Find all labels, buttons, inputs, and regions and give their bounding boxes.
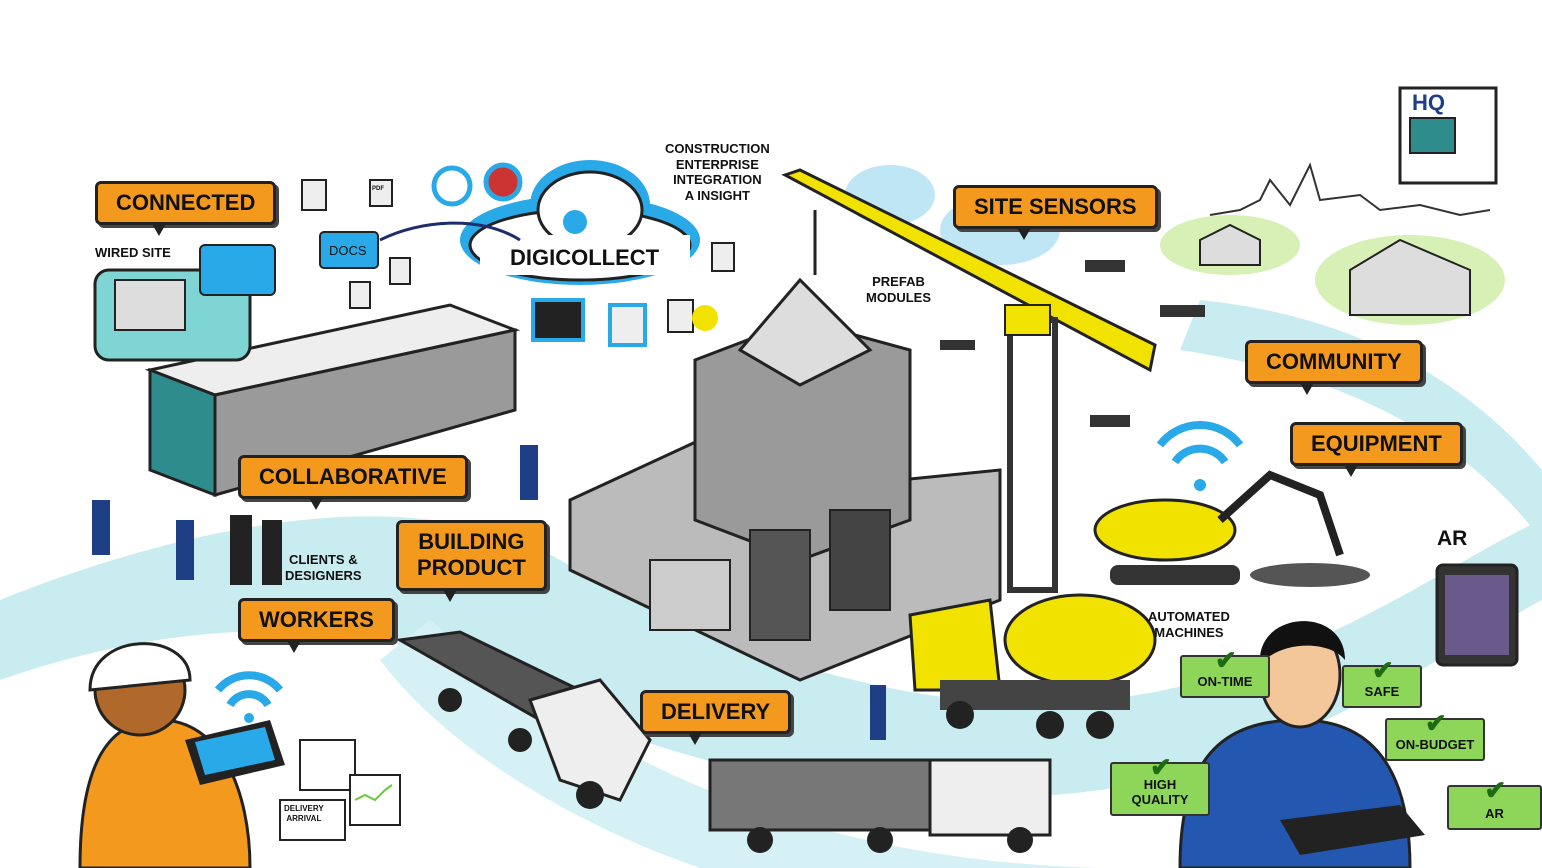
site-office (144, 303, 521, 498)
clipboard-icon (711, 242, 735, 272)
label-line: PREFAB (872, 274, 925, 289)
tablet-icon (608, 303, 647, 347)
label-line: MODULES (866, 289, 931, 305)
callout-community: COMMUNITY (1245, 340, 1423, 396)
label-wired-site: WIRED SITE (95, 245, 171, 260)
digicollect-cloud (460, 160, 700, 285)
document-icon (349, 281, 371, 309)
check-safe: ✔SAFE (1342, 657, 1422, 708)
callout-site-sensors: SITE SENSORS (953, 185, 1158, 241)
label-line: AUTOMATED (1148, 609, 1230, 624)
label-line: DESIGNERS (285, 567, 362, 583)
community-houses (1160, 162, 1505, 325)
label-line: CONSTRUCTION (665, 141, 770, 156)
callout-text: CONNECTED (116, 190, 256, 215)
callout-workers: WORKERS (238, 598, 395, 654)
label-line: DELIVERY (284, 804, 324, 813)
label-line: MACHINES (1154, 624, 1224, 640)
callout-text: WORKERS (259, 607, 374, 632)
check-text: HIGH (1143, 777, 1177, 792)
clock-icon (431, 165, 473, 207)
laptop-icon (114, 279, 186, 331)
callout-delivery: DELIVERY (640, 690, 792, 746)
excavator (1093, 470, 1370, 587)
callout-connected: CONNECTED (95, 181, 277, 237)
drone-icon (1160, 305, 1205, 317)
drones (940, 260, 1205, 427)
digicollect-label: DIGICOLLECT (510, 245, 660, 270)
checkmark-icon: ✔ (1484, 775, 1507, 805)
dashboard-icon (531, 298, 585, 342)
wifi-icon (214, 421, 1244, 708)
callout-text: SITE SENSORS (974, 194, 1137, 219)
road (380, 620, 1100, 868)
clients-designers (230, 515, 282, 585)
label-line: INTEGRATION (673, 172, 762, 188)
hq-label: HQ (1412, 90, 1445, 115)
workers-group (92, 445, 886, 740)
label-line: CLIENTS & (288, 552, 358, 567)
callout-collaborative: COLLABORATIVE (238, 455, 468, 511)
check-on-time: ✔ON-TIME (1180, 647, 1270, 698)
callout-text: BUILDING (418, 529, 525, 554)
drone-icon (1090, 415, 1130, 427)
hardhat-icon (692, 305, 718, 331)
drone-icon (940, 340, 975, 350)
document-icon (389, 257, 411, 285)
callout-equipment: EQUIPMENT (1290, 422, 1463, 478)
check-text: SAFE (1364, 684, 1400, 699)
check-ar: ✔AR (1447, 777, 1542, 830)
concrete-mixer-truck (908, 593, 1157, 739)
checkmark-icon: ✔ (1215, 645, 1237, 675)
delivery-arrival-card (279, 799, 346, 841)
label-line: ENTERPRISE (675, 156, 759, 172)
check-text: ON-TIME (1197, 674, 1253, 689)
temperature-card (299, 739, 356, 791)
label-clients-designers: CLIENTS &DESIGNERS (285, 552, 362, 583)
folder-icon (199, 244, 276, 296)
drone-icon (1085, 260, 1125, 272)
checkmark-icon: ✔ (1425, 708, 1447, 738)
tower-crane (781, 168, 1157, 593)
hq-monitor (1409, 117, 1456, 154)
pdf-icon (369, 179, 393, 207)
check-on-budget: ✔ON-BUDGET (1385, 710, 1485, 761)
docs-label: DOCS (329, 243, 367, 258)
label-line: ARRIVAL (286, 813, 322, 823)
pdf-label: PDF (372, 186, 384, 192)
callout-text: PRODUCT (417, 555, 526, 581)
callout-text: DELIVERY (661, 699, 771, 724)
businessman-with-tablet (1178, 621, 1425, 868)
callout-text: COLLABORATIVE (259, 464, 447, 489)
camera-icon (483, 162, 523, 202)
flatbed-truck (395, 630, 652, 809)
document-icon (301, 179, 327, 211)
label-ar: AR (1437, 527, 1468, 550)
label-line: A INSIGHT (684, 187, 750, 203)
arrow (379, 221, 521, 242)
checkmark-icon: ✔ (1372, 655, 1394, 685)
callout-text: COMMUNITY (1266, 349, 1402, 374)
prefab-truck (708, 758, 1052, 853)
ar-screen (1445, 575, 1509, 655)
callout-text: EQUIPMENT (1311, 431, 1442, 456)
check-text: QUALITY (1131, 791, 1189, 807)
check-text: AR (1485, 806, 1504, 821)
building (568, 277, 1002, 682)
checkmark-icon: ✔ (1150, 752, 1172, 782)
checklist-icon (667, 299, 694, 333)
worker-with-tablet (78, 642, 285, 868)
check-text: ON-BUDGET (1395, 737, 1475, 752)
docs-folder-icon (319, 231, 379, 269)
